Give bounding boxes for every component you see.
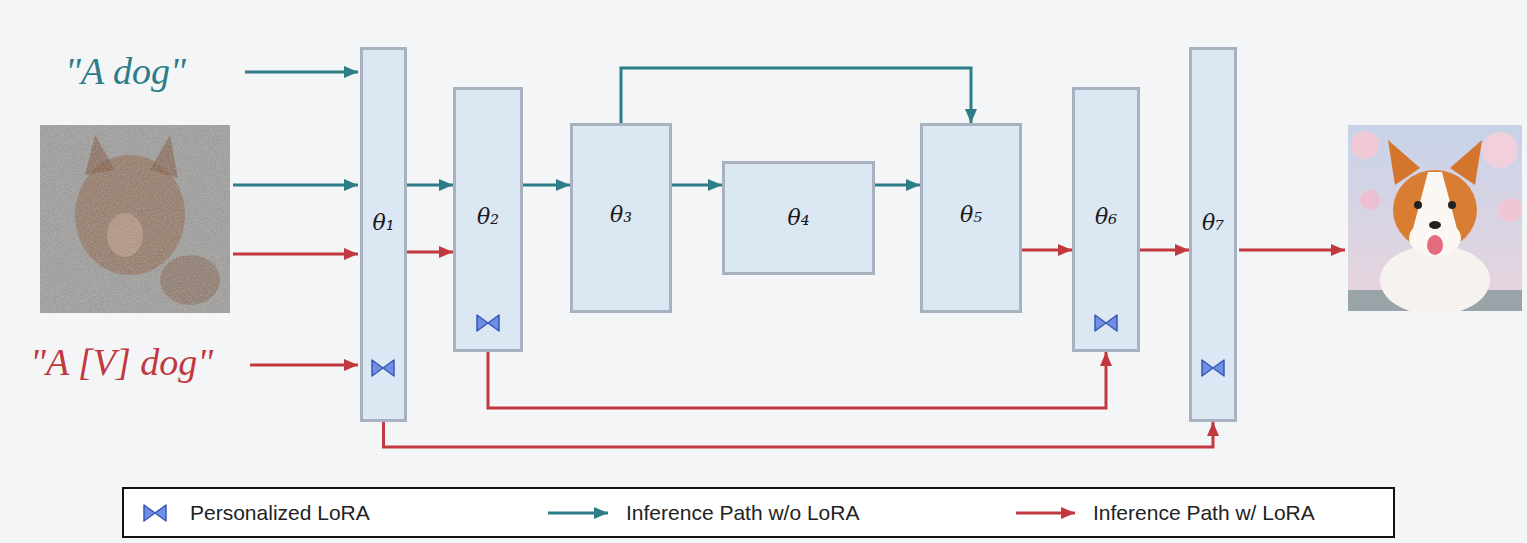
legend-line-sample — [1016, 512, 1075, 515]
legend-text: Inference Path w/o LoRA — [626, 500, 859, 525]
output-arrow — [1239, 249, 1345, 252]
input-arrow — [250, 364, 358, 367]
output-image — [1348, 125, 1522, 311]
network-block: θ₅ — [920, 123, 1022, 313]
network-block: θ₇ — [1189, 47, 1237, 422]
input-arrow — [233, 253, 358, 256]
legend-line-sample — [548, 512, 608, 515]
lora-path-arrow — [407, 251, 453, 254]
block-label: θ₇ — [1202, 210, 1224, 235]
lora-path-arrow — [1140, 249, 1189, 252]
legend-text: Inference Path w/ LoRA — [1093, 500, 1315, 525]
network-block: θ₁ — [360, 47, 407, 422]
input-arrow — [245, 71, 358, 74]
network-block: θ₂ — [453, 87, 523, 352]
lora-path-arrow — [1022, 249, 1072, 252]
base-path-arrow — [672, 184, 722, 187]
base-path-arrow — [523, 184, 570, 187]
lora-path-arrow — [384, 422, 1214, 447]
network-block: θ₆ — [1072, 87, 1140, 352]
network-block: θ₃ — [570, 123, 672, 313]
base-path-arrow — [621, 68, 971, 123]
block-label: θ₁ — [372, 210, 394, 235]
noisy-image — [40, 125, 230, 313]
lora-path-arrow — [488, 352, 1106, 408]
block-label: θ₂ — [477, 204, 499, 229]
block-label: θ₅ — [960, 202, 982, 227]
network-block: θ₄ — [722, 161, 875, 275]
prompt-text: "A [V] dog" — [30, 342, 213, 384]
block-label: θ₆ — [1095, 204, 1117, 229]
legend-lora-icon — [144, 505, 166, 521]
base-path-arrow — [875, 184, 920, 187]
prompt-text: "A dog" — [65, 51, 186, 93]
legend-text: Personalized LoRA — [190, 500, 370, 525]
base-path-arrow — [407, 184, 453, 187]
block-label: θ₄ — [787, 205, 809, 230]
block-label: θ₃ — [610, 202, 632, 227]
input-arrow — [233, 184, 358, 187]
